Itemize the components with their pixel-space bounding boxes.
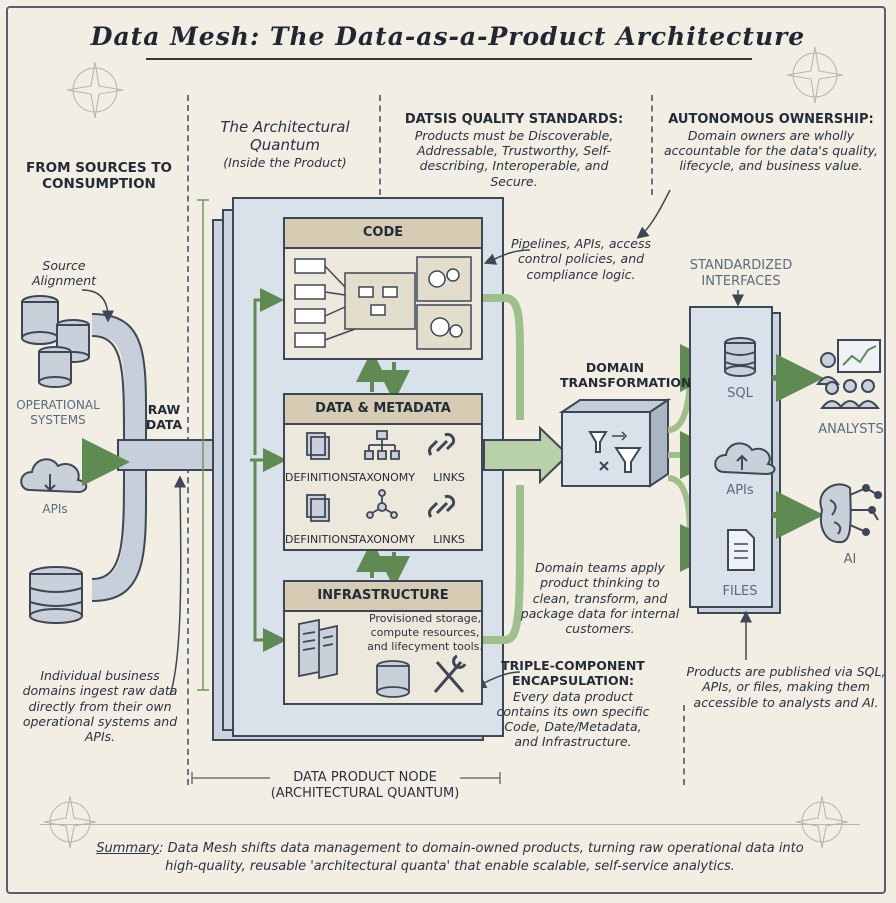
quality-body: Products must be Discoverable, Addressab… (414, 127, 614, 189)
apis-source-label: APIs (42, 502, 68, 516)
infrastructure-title: INFRASTRUCTURE (285, 582, 481, 612)
infrastructure-icons (298, 618, 467, 698)
cloud-api-icon (20, 458, 88, 494)
api-cloud-icon (714, 442, 776, 476)
triple-heading: TRIPLE-COMPONENT ENCAPSULATION: (501, 658, 645, 689)
pipelines-note: Pipelines, APIs, access control policies… (510, 236, 651, 282)
links-label-1: LINKS (433, 471, 465, 484)
links-chain-icon (428, 432, 456, 456)
triple-block: TRIPLE-COMPONENT ENCAPSULATION: Every da… (492, 658, 654, 750)
file-document-icon (727, 529, 755, 571)
quantum-subheading: (Inside the Product) (223, 154, 347, 170)
interface-apis-label: APIs (726, 483, 754, 498)
diagram-frame (6, 6, 886, 894)
code-section: CODE (283, 217, 483, 360)
code-flow-icon (294, 256, 472, 350)
quantum-heading-block: The Architectural Quantum (Inside the Pr… (200, 118, 370, 170)
infrastructure-desc: Provisioned storage, compute resources, … (367, 612, 483, 653)
infrastructure-section: INFRASTRUCTURE Provisioned storage, comp… (283, 580, 483, 705)
quality-block: DATSIS QUALITY STANDARDS: Products must … (395, 112, 633, 189)
interface-files-label: FILES (722, 584, 758, 599)
ingest-note: Individual business domains ingest raw d… (22, 668, 178, 744)
links-label-2: LINKS (433, 533, 465, 546)
summary-text: : Data Mesh shifts data management to do… (159, 841, 804, 875)
taxonomy-label-2: TAXONOMY (353, 533, 415, 546)
domain-transformation-label: DOMAIN TRANSFORMATION (560, 360, 692, 391)
metadata-icons (306, 430, 456, 522)
summary-label: Summary (96, 841, 160, 856)
domain-teams-note: Domain teams apply product thinking to c… (520, 560, 680, 636)
definitions-book-icon (306, 432, 330, 460)
data-metadata-title: DATA & METADATA (285, 395, 481, 425)
operational-systems-label: OPERATIONAL SYSTEMS (16, 398, 100, 427)
compass-rose-icon (43, 46, 849, 849)
sql-database-icon (724, 337, 756, 377)
raw-data-label: RAW DATA (145, 402, 183, 433)
quantum-heading: The Architectural Quantum (220, 118, 350, 155)
data-metadata-section: DATA & METADATA DEFINITIONS TAXONOMY LIN… (283, 393, 483, 551)
node-caption: DATA PRODUCT NODE (ARCHITECTURAL QUANTUM… (270, 770, 460, 802)
code-title: CODE (285, 219, 481, 249)
title-underline (146, 58, 752, 60)
server-rack-icon (298, 618, 338, 680)
transformation-arrow (483, 425, 570, 485)
consumer-ai-label: AI (843, 552, 857, 567)
source-alignment-label: Source Alignment (31, 258, 97, 289)
database-icon (29, 566, 83, 624)
interface-sql-label: SQL (727, 386, 753, 401)
column-divider-mid (379, 95, 381, 195)
ownership-body: Domain owners are wholly accountable for… (663, 127, 879, 174)
column-divider-bottom (683, 705, 685, 785)
tools-wrench-icon (433, 654, 467, 693)
page-title: Data Mesh: The Data-as-a-Product Archite… (90, 22, 806, 51)
summary-divider (40, 824, 860, 880)
quality-heading: DATSIS QUALITY STANDARDS: (404, 112, 624, 127)
taxonomy-tree-icon (364, 430, 400, 460)
column-divider-right (651, 95, 653, 195)
definitions-label-1: DEFINITIONS (285, 471, 356, 484)
ownership-heading: AUTONOMOUS OWNERSHIP: (668, 112, 874, 127)
taxonomy-label-1: TAXONOMY (353, 471, 415, 484)
analysts-people-icon (816, 339, 881, 409)
ai-brain-icon (819, 483, 882, 544)
ownership-block: AUTONOMOUS OWNERSHIP: Domain owners are … (656, 112, 886, 174)
definitions-label-2: DEFINITIONS (285, 533, 356, 546)
summary: Summary: Data Mesh shifts data managemen… (90, 840, 810, 876)
storage-db-icon (376, 660, 410, 698)
publish-note: Products are published via SQL, APIs, or… (686, 664, 886, 710)
interfaces-heading: STANDARDIZED INTERFACES (689, 258, 793, 289)
consumer-analysts-label: ANALYSTS (818, 422, 884, 437)
domain-transformation-cube-icon (558, 398, 672, 488)
database-cluster-icon (21, 295, 90, 388)
sources-heading: FROM SOURCES TO CONSUMPTION (25, 160, 173, 193)
triple-body: Every data product contains its own spec… (496, 688, 650, 750)
